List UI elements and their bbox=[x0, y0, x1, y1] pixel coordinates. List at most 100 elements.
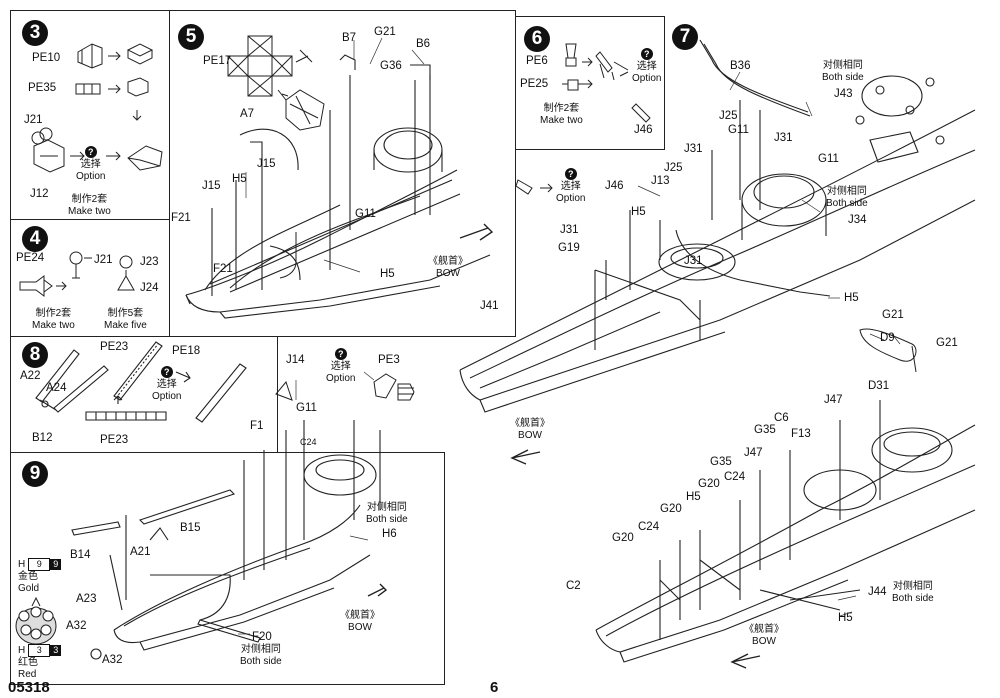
part-label: PE17 bbox=[203, 55, 232, 67]
part-label: B7 bbox=[342, 32, 357, 44]
leader-lines bbox=[238, 37, 901, 635]
part-label: J21 bbox=[94, 254, 113, 266]
bow-note: 《舰首》BOW bbox=[510, 418, 550, 441]
part-label: B6 bbox=[416, 38, 431, 50]
part-label: PE23 bbox=[100, 434, 129, 446]
pe17-sketch-icon bbox=[227, 35, 313, 97]
part-label: A7 bbox=[240, 108, 255, 120]
part-label: F20 bbox=[252, 631, 272, 643]
part-label: H6 bbox=[382, 528, 397, 540]
part-label: B14 bbox=[70, 549, 91, 561]
part-label: C2 bbox=[566, 580, 581, 592]
part-label: G11 bbox=[296, 402, 317, 414]
pe10-sketch-icon bbox=[77, 43, 154, 69]
part-label: G11 bbox=[355, 208, 376, 220]
part-label: G35 bbox=[710, 456, 732, 468]
part-label: F21 bbox=[213, 263, 233, 275]
part-label: J31 bbox=[560, 224, 579, 236]
part-label: G36 bbox=[380, 60, 402, 72]
part-label: G21 bbox=[882, 309, 904, 321]
part-label: G11 bbox=[728, 124, 749, 136]
j12-sketch-icon bbox=[31, 127, 65, 173]
part-label: C24 bbox=[300, 437, 317, 447]
part-label: PE35 bbox=[28, 82, 57, 94]
part-label: J46 bbox=[605, 180, 624, 192]
part-label: C6 bbox=[774, 412, 789, 424]
step5-panel bbox=[169, 10, 516, 337]
bow-note: 《舰首》BOW bbox=[340, 610, 380, 633]
pe24-sketch-icon bbox=[19, 275, 53, 297]
part-label: A23 bbox=[76, 593, 97, 605]
part-label: B12 bbox=[32, 432, 53, 444]
part-label: H5 bbox=[232, 173, 247, 185]
part-label: PE3 bbox=[378, 354, 400, 366]
part-label: J34 bbox=[848, 214, 867, 226]
part-label: J43 bbox=[834, 88, 853, 100]
part-label: H5 bbox=[686, 491, 701, 503]
part-label: G35 bbox=[754, 424, 776, 436]
part-label: H5 bbox=[838, 612, 853, 624]
part-label: J47 bbox=[744, 447, 763, 459]
part-label: A22 bbox=[20, 370, 41, 382]
step8-sketch bbox=[35, 341, 247, 423]
part-label: J31 bbox=[774, 132, 793, 144]
bow-note: 《舰首》BOW bbox=[428, 256, 468, 279]
part-label: J13 bbox=[651, 175, 670, 187]
step-3-badge: 3 bbox=[22, 20, 48, 46]
step7-hull-sketch bbox=[459, 39, 976, 413]
part-label: C24 bbox=[638, 521, 660, 533]
part-label: A32 bbox=[102, 654, 123, 666]
j46-sketch-icon bbox=[631, 103, 651, 123]
bow-note: 《舰首》BOW bbox=[744, 624, 784, 647]
part-label: H5 bbox=[844, 292, 859, 304]
part-label: D9 bbox=[880, 332, 895, 344]
part-label: J47 bbox=[824, 394, 843, 406]
part-label: G20 bbox=[612, 532, 634, 544]
part-label: J25 bbox=[719, 110, 738, 122]
part-label: J23 bbox=[140, 256, 159, 268]
pe3-sketch-icon bbox=[275, 380, 293, 401]
part-label: D31 bbox=[868, 380, 890, 392]
part-label: G11 bbox=[818, 153, 839, 165]
part-label: F21 bbox=[171, 212, 191, 224]
part-label: H5 bbox=[380, 268, 395, 280]
catalog-number: 05318 bbox=[8, 679, 50, 696]
part-label: J31 bbox=[684, 255, 703, 267]
step-6-badge: 6 bbox=[524, 26, 550, 52]
part-label: A32 bbox=[66, 620, 87, 632]
part-label: B15 bbox=[180, 522, 201, 534]
part-label: C24 bbox=[724, 471, 746, 483]
part-label: J21 bbox=[24, 114, 43, 126]
part-label: G20 bbox=[660, 503, 682, 515]
pe6-sketch-icon bbox=[565, 43, 577, 67]
part-label: J44 bbox=[868, 586, 887, 598]
step8-panel bbox=[10, 336, 278, 453]
part-label: J41 bbox=[480, 300, 499, 312]
crown-icon bbox=[15, 596, 57, 645]
part-label: J46 bbox=[634, 124, 653, 136]
part-label: J14 bbox=[286, 354, 305, 366]
part-label: J31 bbox=[684, 143, 703, 155]
part-label: PE18 bbox=[172, 345, 201, 357]
part-label: J24 bbox=[140, 282, 159, 294]
part-label: PE25 bbox=[520, 78, 549, 90]
step-9-badge: 9 bbox=[22, 461, 48, 487]
part-label: G20 bbox=[698, 478, 720, 490]
part-label: J15 bbox=[257, 158, 276, 170]
part-label: F1 bbox=[250, 420, 264, 432]
